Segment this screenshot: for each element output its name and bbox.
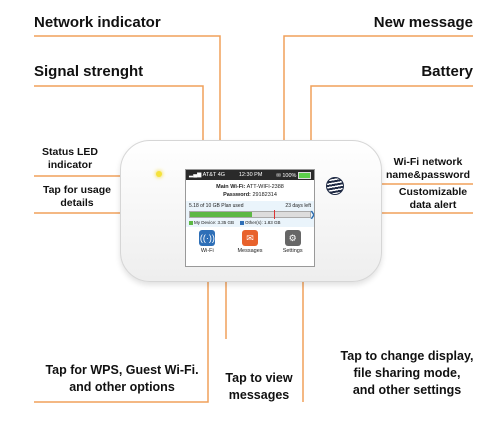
label-wifi-network: Wi-Fi network name&password: [385, 156, 471, 181]
usage-panel[interactable]: 5.18 of 10 GB Plan used 23 days left My …: [186, 201, 314, 227]
messages-icon: ✉: [241, 230, 258, 246]
app-wifi[interactable]: ((·)) Wi-Fi: [189, 230, 225, 254]
att-logo: [326, 177, 344, 195]
usage-bar: [189, 210, 311, 219]
line-new-message: [283, 35, 473, 166]
app-row: ((·)) Wi-Fi ✉ Messages ⚙ Settings: [186, 227, 314, 254]
line-network-indicator: [34, 35, 221, 166]
usage-legend: My Device: 3.35 GB Other(s): 1.83 GB: [189, 220, 311, 225]
battery-area: ✉ 100%: [276, 171, 311, 179]
device-screen: ▂▄▆ AT&T 4G 12:30 PM ✉ 100% Main Wi-Fi: …: [185, 169, 315, 267]
status-led: [156, 171, 162, 177]
label-view-messages: Tap to view messages: [225, 371, 293, 402]
hotspot-device: ▂▄▆ AT&T 4G 12:30 PM ✉ 100% Main Wi-Fi: …: [120, 140, 382, 282]
battery-icon: [297, 171, 311, 179]
label-battery: Battery: [421, 63, 473, 80]
clock: 12:30 PM: [238, 172, 263, 178]
wifi-icon: ((·)): [199, 230, 216, 246]
days-left: 23 days left: [285, 203, 311, 209]
usage-text: 5.18 of 10 GB Plan used: [189, 203, 244, 209]
label-new-message: New message: [373, 14, 473, 31]
line-signal-strength: [34, 85, 204, 166]
label-signal-strength: Signal strenght: [34, 63, 144, 80]
usage-bar-fill: [190, 212, 253, 217]
signal-bars-icon: ▂▄▆: [189, 172, 202, 178]
label-wps: Tap for WPS, Guest Wi-Fi. and other opti…: [45, 363, 199, 394]
line-battery: [310, 85, 473, 166]
settings-gear-icon: ⚙: [284, 230, 301, 246]
label-status-led: Status LED indicator: [41, 146, 98, 171]
message-envelope-icon[interactable]: ✉: [276, 172, 281, 179]
label-settings: Tap to change display, file sharing mode…: [340, 349, 474, 397]
line-wps: [34, 262, 209, 403]
chevron-right-icon[interactable]: ❯: [309, 210, 314, 219]
app-messages[interactable]: ✉ Messages: [232, 230, 268, 254]
label-data-alert: Customizable data alert: [398, 186, 468, 211]
label-tap-usage: Tap for usage details: [42, 184, 112, 209]
status-bar: ▂▄▆ AT&T 4G 12:30 PM ✉ 100%: [186, 170, 314, 180]
app-settings[interactable]: ⚙ Settings: [275, 230, 311, 254]
wifi-info: Main Wi-Fi: ATT-WIFI-2388 Password: 2918…: [216, 184, 284, 198]
network-indicator: ▂▄▆ AT&T 4G: [189, 172, 226, 178]
data-alert-marker: [274, 210, 275, 219]
label-network-indicator: Network indicator: [34, 14, 161, 31]
